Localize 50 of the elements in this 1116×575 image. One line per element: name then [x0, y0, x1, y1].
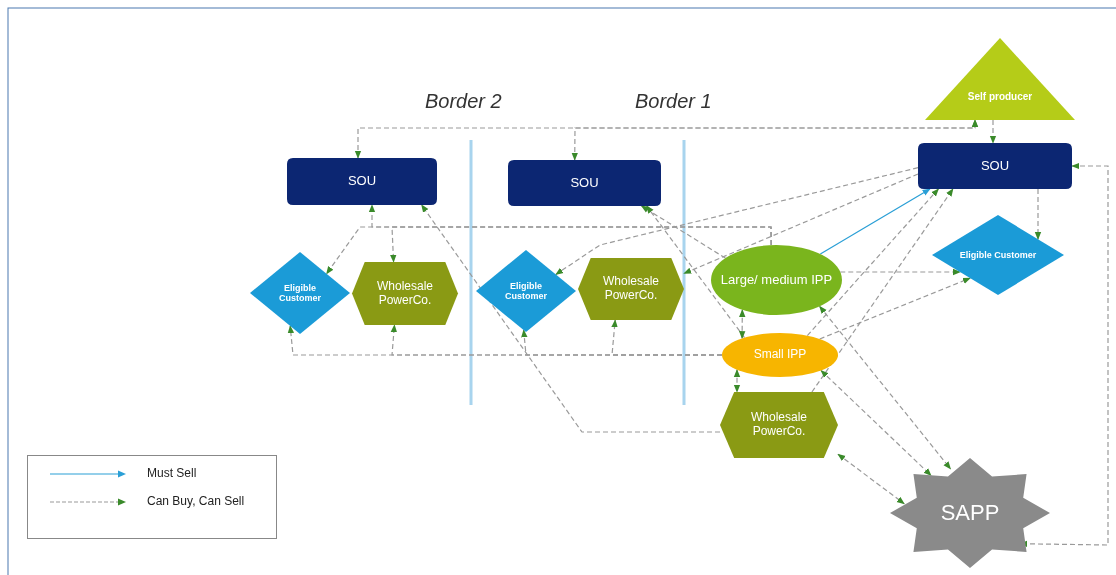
- dashed-arrow: [806, 188, 939, 337]
- rounded-box: [287, 158, 437, 205]
- dashed-arrow: [571, 119, 979, 161]
- dashed-arrow: [611, 319, 723, 356]
- triangle-shape: [925, 38, 1075, 120]
- hexagon-shape: [352, 262, 458, 325]
- dashed-arrow: [837, 453, 905, 505]
- dashed-arrow: [640, 205, 726, 259]
- ellipse-shape: [722, 333, 838, 377]
- arrow: [819, 188, 931, 255]
- hexagon-shape: [578, 258, 684, 320]
- diamond-shape: [250, 252, 350, 334]
- ellipse-shape: [711, 245, 842, 315]
- dashed-arrow: [839, 268, 961, 276]
- border-label: Border 1: [635, 90, 712, 113]
- rounded-box: [508, 160, 661, 206]
- dashed-arrow: [646, 205, 746, 339]
- node-label: Wholesale PowerCo.: [750, 411, 808, 439]
- dashed-arrow: [421, 204, 721, 433]
- node-label: Small IPP: [753, 348, 807, 362]
- dashed-arrow: [738, 309, 746, 340]
- dashed-arrow: [820, 369, 932, 476]
- legend-label: Can Buy, Can Sell: [147, 494, 245, 508]
- node-label: Large/ medium IPP: [720, 272, 833, 288]
- node-label: Wholesale PowerCo.: [602, 275, 660, 303]
- dashed-arrow: [390, 226, 772, 263]
- legend-label: Must Sell: [147, 466, 197, 480]
- dashed-arrow: [555, 167, 919, 276]
- dashed-arrow: [1034, 188, 1042, 241]
- node-label: SOU: [980, 158, 1010, 174]
- diamond-shape: [932, 215, 1064, 295]
- dashed-arrow: [811, 188, 954, 393]
- dashed-arrow: [819, 305, 952, 470]
- hexagon-shape: [720, 392, 838, 458]
- dashed-arrow: [683, 173, 919, 275]
- node-label: Eligible Customer: [959, 249, 1037, 261]
- star-shape: [890, 458, 1050, 568]
- rounded-box: [918, 143, 1072, 189]
- diamond-shape: [476, 250, 576, 332]
- node-label: SAPP: [940, 500, 1000, 526]
- node-label: Self producer: [967, 91, 1033, 103]
- dashed-arrow: [989, 119, 997, 144]
- node-label: Wholesale PowerCo.: [376, 279, 434, 308]
- dashed-arrow: [819, 277, 971, 340]
- node-label: Eligible Customer: [504, 280, 548, 302]
- dashed-arrow: [733, 368, 741, 393]
- node-label: SOU: [347, 174, 377, 189]
- node-label: Eligible Customer: [278, 282, 322, 304]
- border-label: Border 2: [425, 90, 502, 113]
- node-label: SOU: [570, 175, 599, 191]
